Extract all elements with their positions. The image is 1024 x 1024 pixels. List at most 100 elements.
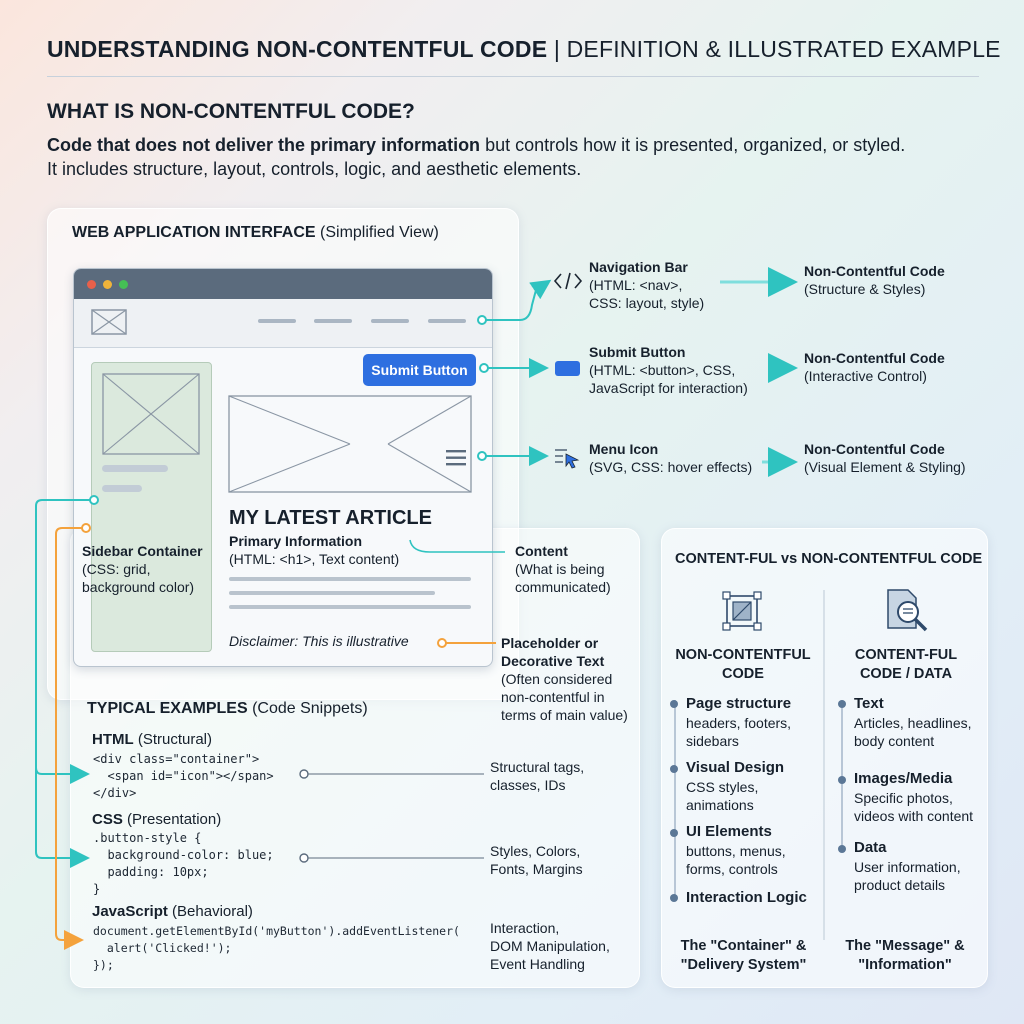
placeholder-callout-sub1: (Often considered (501, 671, 613, 687)
noncontentful-item-title: Page structure (686, 695, 792, 712)
menu-result-title: Non-Contentful Code (804, 441, 945, 457)
css-code-snippet: .button-style { background-color: blue; … (93, 831, 274, 896)
contentful-item-title: Data (854, 839, 887, 856)
css-snippet-title: CSS (Presentation) (92, 811, 221, 828)
menu-result-sub: (Visual Element & Styling) (804, 459, 966, 475)
submit-callout-sub1: (HTML: <button>, CSS, (589, 362, 736, 378)
css-note: Styles, Colors, Fonts, Margins (490, 842, 583, 878)
navigation-bar[interactable] (74, 299, 492, 348)
submit-result-sub: (Interactive Control) (804, 368, 927, 384)
js-snippet-title: JavaScript (Behavioral) (92, 903, 253, 920)
title-divider (47, 76, 979, 77)
contentful-item-desc: User information,product details (854, 859, 961, 893)
submit-result-title: Non-Contentful Code (804, 350, 945, 366)
noncontentful-title1: NON-CONTENTFUL (675, 647, 811, 663)
noncontentful-item-title: Visual Design (686, 759, 785, 776)
js-note1: Interaction, (490, 920, 560, 936)
submit-callout-title: Submit Button (589, 344, 686, 360)
sidebar-callout-sub2: background color) (82, 579, 195, 595)
js-connector (55, 527, 84, 950)
examples-title-bold: TYPICAL EXAMPLES (87, 700, 248, 717)
contentful-footer1: The "Message" & (845, 938, 965, 954)
content-callout-sub2: communicated) (515, 579, 611, 595)
browser-title-bar (74, 269, 492, 299)
content-callout-sub1: (What is being (515, 561, 605, 577)
placeholder-callout-title1: Placeholder or (501, 635, 599, 651)
document-search-icon (887, 589, 928, 632)
js-note2: DOM Manipulation, (490, 938, 610, 954)
contentful-item-desc: Specific photos,videos with content (854, 790, 974, 824)
noncontentful-title2: CODE (722, 666, 764, 682)
html-note1: Structural tags, (490, 759, 585, 775)
nav-link[interactable] (428, 319, 466, 323)
submit-callout-sub2: JavaScript for interaction) (589, 380, 748, 396)
list-bullet (838, 845, 846, 853)
definition-text: Code that does not deliver the primary i… (47, 133, 997, 181)
browser-window: Submit Button MY LATEST ARTICLE Primary … (73, 268, 493, 667)
list-bullet (670, 894, 678, 902)
menu-callout-sub: (SVG, CSS: hover effects) (589, 459, 753, 475)
noncontentful-item-title: Interaction Logic (686, 889, 807, 906)
noncontentful-item-desc: CSS styles,animations (686, 779, 759, 813)
nav-callout-title: Navigation Bar (589, 259, 688, 275)
cursor-menu-icon (555, 449, 580, 469)
css-snippet-bold: CSS (92, 811, 123, 828)
js-code-snippet: document.getElementById('myButton').addE… (93, 924, 460, 972)
logo-placeholder-icon (91, 309, 127, 335)
html-connector (35, 499, 90, 784)
primary-info-title: Primary Information (229, 533, 363, 549)
nav-result-title: Non-Contentful Code (804, 263, 945, 279)
title-separator: | (547, 36, 567, 62)
contentful-column-title: CONTENT-FUL CODE / DATA (831, 646, 981, 684)
article-text-line (229, 591, 435, 595)
placeholder-callout-title2: Decorative Text (501, 653, 605, 669)
list-bullet (670, 700, 678, 708)
css-note2: Fonts, Margins (490, 861, 583, 877)
css-connector (35, 520, 90, 868)
js-note: Interaction, DOM Manipulation, Event Han… (490, 919, 610, 973)
nav-link[interactable] (258, 319, 296, 323)
nav-callout-sub2: CSS: layout, style) (589, 295, 705, 311)
sidebar-callout-sub1: (CSS: grid, (82, 561, 151, 577)
sidebar-text-line (102, 465, 168, 472)
css-note1: Styles, Colors, (490, 843, 581, 859)
js-note3: Event Handling (490, 956, 585, 972)
article-image-placeholder-icon (228, 395, 472, 493)
menu-callout-title: Menu Icon (589, 441, 659, 457)
html-code-snippet: <div class="container"> <span id="icon">… (93, 752, 274, 800)
nav-link[interactable] (371, 319, 409, 323)
content-callout-title: Content (515, 543, 568, 559)
maximize-dot-icon (119, 280, 128, 289)
js-snippet-light: (Behavioral) (167, 903, 253, 920)
submit-callout: Submit Button (HTML: <button>, CSS, Java… (589, 343, 748, 397)
nav-connector (486, 279, 552, 321)
nav-result: Non-Contentful Code (Structure & Styles) (804, 262, 945, 298)
nav-link[interactable] (314, 319, 352, 323)
disclaimer-text: Disclaimer: This is illustrative (229, 633, 409, 649)
sidebar-image-placeholder-icon (102, 373, 200, 455)
noncontentful-column-title: NON-CONTENTFUL CODE (668, 646, 818, 684)
nav-result-sub: (Structure & Styles) (804, 281, 926, 297)
sidebar-callout-title: Sidebar Container (82, 543, 203, 559)
placeholder-callout: Placeholder or Decorative Text (Often co… (501, 634, 628, 724)
content-connector (409, 539, 505, 553)
contentful-item-desc: Articles, headlines,body content (854, 715, 972, 749)
html-snippet-bold: HTML (92, 731, 134, 748)
contentful-item-title: Text (854, 695, 884, 712)
close-dot-icon (87, 280, 96, 289)
sidebar-callout: Sidebar Container (CSS: grid, background… (82, 542, 222, 596)
html-snippet-light: (Structural) (133, 731, 213, 748)
primary-info-subtitle: (HTML: <h1>, Text content) (229, 551, 400, 567)
list-bullet (670, 829, 678, 837)
html-note2: classes, IDs (490, 777, 566, 793)
examples-title: TYPICAL EXAMPLES (Code Snippets) (87, 700, 368, 718)
submit-button[interactable]: Submit Button (363, 354, 476, 386)
definition-lead-rest: but controls how it is presented, organi… (480, 135, 906, 155)
menu-icon[interactable] (446, 449, 466, 467)
menu-result: Non-Contentful Code (Visual Element & St… (804, 440, 966, 476)
contentful-title2: CODE / DATA (859, 666, 953, 682)
placeholder-callout-sub2: non-contentful in (501, 689, 605, 705)
code-brackets-icon (553, 272, 583, 290)
web-app-title-bold: WEB APPLICATION INTERFACE (72, 224, 316, 241)
